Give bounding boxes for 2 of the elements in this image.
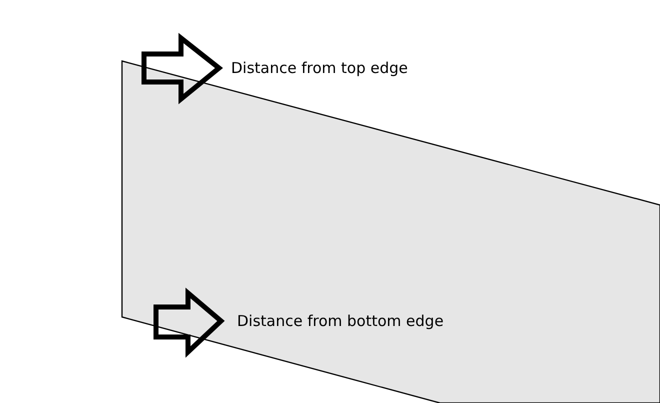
annotation-text: Distance from bottom edge (237, 312, 444, 330)
annotation-text: Distance from top edge (231, 59, 408, 77)
